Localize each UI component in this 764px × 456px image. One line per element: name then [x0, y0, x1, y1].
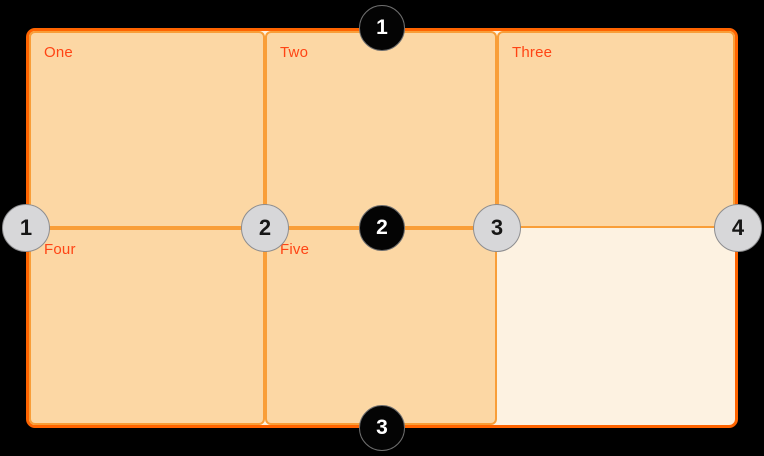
column-line-marker-3: 3 [473, 204, 521, 252]
grid-cell-three: Three [497, 31, 735, 228]
grid-cell-two: Two [265, 31, 497, 228]
cell-label: Two [280, 44, 309, 61]
row-line-number: 2 [376, 216, 388, 239]
row-line-marker-2: 2 [359, 205, 405, 251]
grid-cell-four: Four [29, 228, 265, 425]
row-line-marker-3: 3 [359, 405, 405, 451]
column-line-number: 1 [19, 215, 33, 240]
column-line-number: 2 [258, 215, 272, 240]
column-line-marker-1: 1 [2, 204, 50, 252]
grid-container: One Two Three Four Five [26, 28, 738, 428]
cell-label: One [44, 44, 73, 61]
cell-label: Five [280, 241, 310, 258]
grid-cell-five: Five [265, 228, 497, 425]
grid-cell-one: One [29, 31, 265, 228]
cell-label: Four [44, 241, 76, 258]
column-line-marker-2: 2 [241, 204, 289, 252]
cell-label: Three [512, 44, 553, 61]
row-line-marker-1: 1 [359, 5, 405, 51]
column-line-marker-4: 4 [714, 204, 762, 252]
row-line-number: 3 [376, 416, 388, 439]
row-line-number: 1 [376, 16, 388, 39]
column-line-number: 4 [731, 215, 745, 240]
column-line-number: 3 [490, 215, 504, 240]
grid-cell-empty [497, 228, 735, 425]
